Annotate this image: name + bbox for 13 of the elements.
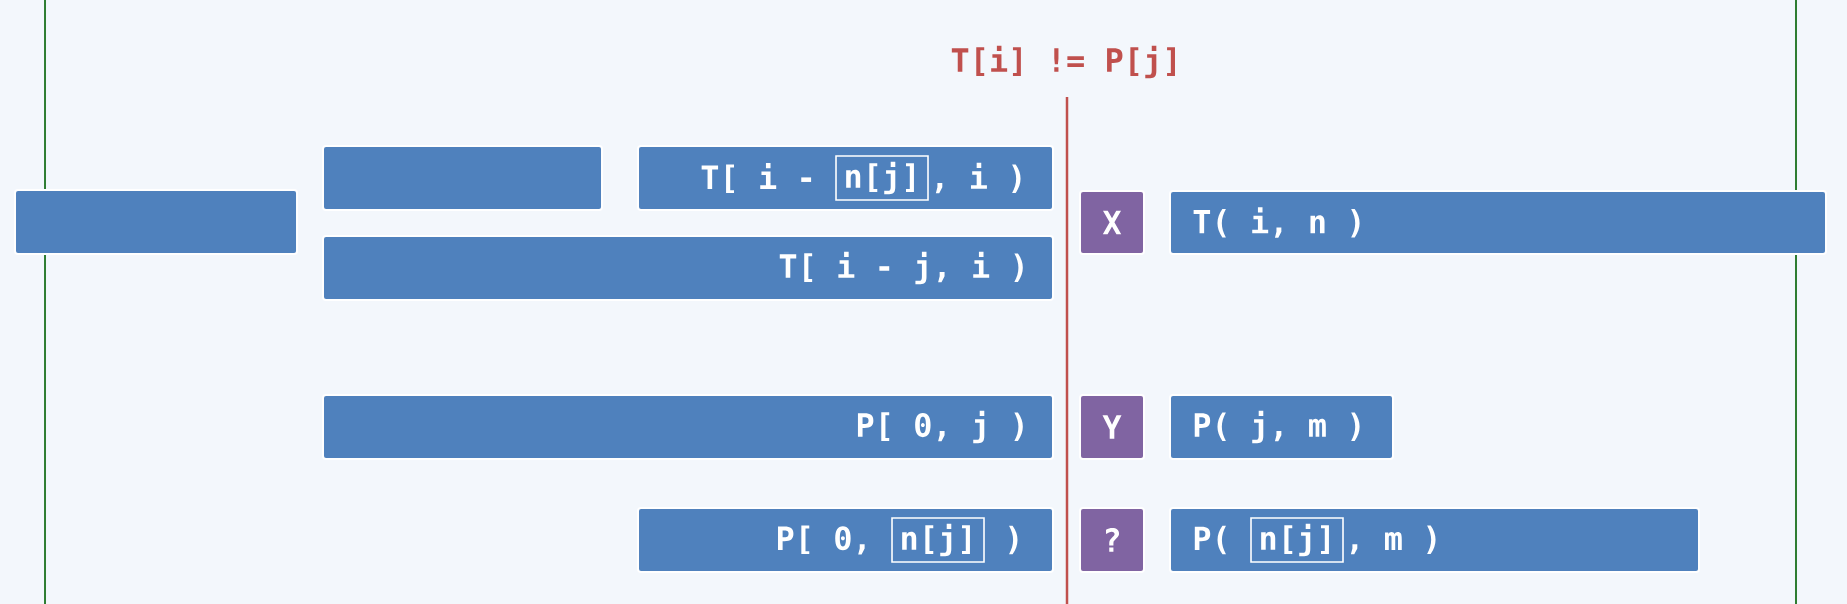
code-box: T[ i - j, i ) <box>322 235 1054 301</box>
key-square: Y <box>1079 394 1145 460</box>
highlight-frame: n[j] <box>1250 517 1344 563</box>
highlight-frame: n[j] <box>835 155 929 201</box>
key-square: ? <box>1079 507 1145 573</box>
empty-box <box>322 145 603 211</box>
code-box: P[ 0, j ) <box>322 394 1054 460</box>
empty-box <box>14 189 298 255</box>
code-box: T( i, n ) <box>1169 190 1827 255</box>
key-square: X <box>1079 190 1145 255</box>
highlight-frame: n[j] <box>891 517 985 563</box>
heading: T[i] != P[j] <box>951 45 1175 79</box>
code-box: P( j, m ) <box>1169 394 1394 460</box>
